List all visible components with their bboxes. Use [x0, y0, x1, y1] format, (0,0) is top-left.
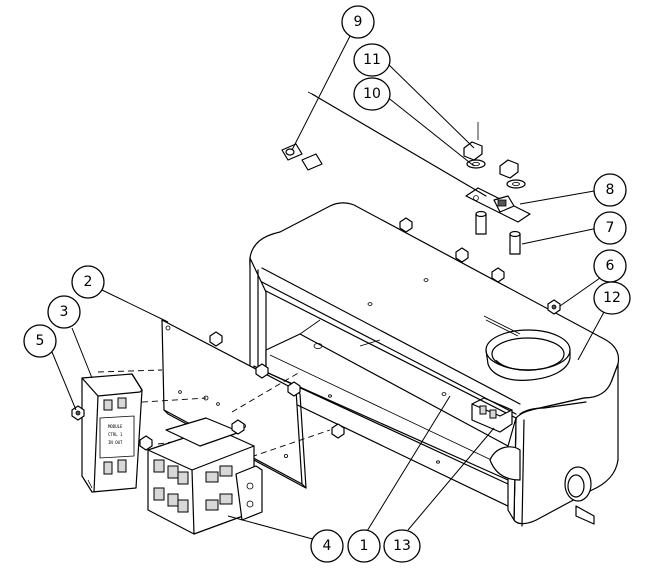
contactor-relay	[147, 417, 263, 535]
hex-nuts	[71, 217, 561, 451]
terminal-block	[471, 397, 513, 433]
callout-11-label: 11	[363, 52, 381, 68]
standoffs	[475, 210, 521, 255]
callout-10: 10	[353, 77, 391, 111]
callout-2: 2	[71, 265, 105, 299]
leader-lines	[51, 35, 605, 545]
callout-7: 7	[593, 211, 627, 245]
callout-2-label: 2	[84, 274, 93, 290]
callout-1-label: 1	[360, 538, 369, 554]
callout-11: 11	[353, 43, 391, 77]
callout-7-label: 7	[606, 220, 615, 236]
callout-13: 13	[383, 529, 421, 563]
callout-9: 9	[341, 5, 375, 39]
callout-8-label: 8	[606, 182, 615, 198]
callout-4: 4	[310, 529, 344, 563]
callout-3-label: 3	[60, 304, 69, 320]
callout-5: 5	[23, 324, 57, 358]
enclosure-housing	[249, 202, 620, 527]
callout-4-label: 4	[323, 538, 332, 554]
callout-3: 3	[47, 295, 81, 329]
sensor-bracket	[465, 187, 531, 223]
callout-8: 8	[593, 173, 627, 207]
callout-6: 6	[593, 249, 627, 283]
callout-1: 1	[347, 529, 381, 563]
callout-10-label: 10	[363, 86, 381, 102]
callout-13-label: 13	[393, 538, 411, 554]
svg-text:CTRL 1: CTRL 1	[108, 432, 123, 437]
callout-9-label: 9	[354, 14, 363, 30]
sensor-probe	[281, 91, 487, 197]
callout-6-label: 6	[606, 258, 615, 274]
callout-5-label: 5	[36, 333, 45, 349]
svg-text:IN OUT: IN OUT	[108, 440, 123, 445]
callout-12-label: 12	[603, 290, 621, 306]
washer-and-nut	[463, 122, 526, 189]
svg-text:MODULE: MODULE	[108, 424, 123, 429]
control-module: MODULE CTRL 1 IN OUT	[81, 373, 143, 493]
callout-12: 12	[593, 281, 631, 315]
